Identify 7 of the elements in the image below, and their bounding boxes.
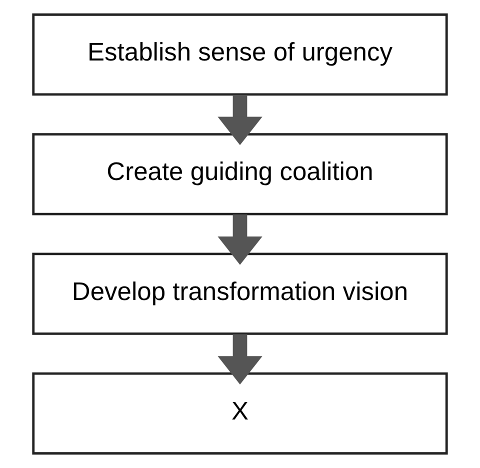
node-box: Create guiding coalition [32, 133, 448, 216]
arrow [218, 334, 262, 384]
node-box: Establish sense of urgency [32, 13, 448, 96]
arrow [218, 94, 262, 146]
arrow [218, 214, 262, 265]
node-box: Develop transformation vision [32, 252, 448, 335]
node-box: X [32, 372, 448, 455]
